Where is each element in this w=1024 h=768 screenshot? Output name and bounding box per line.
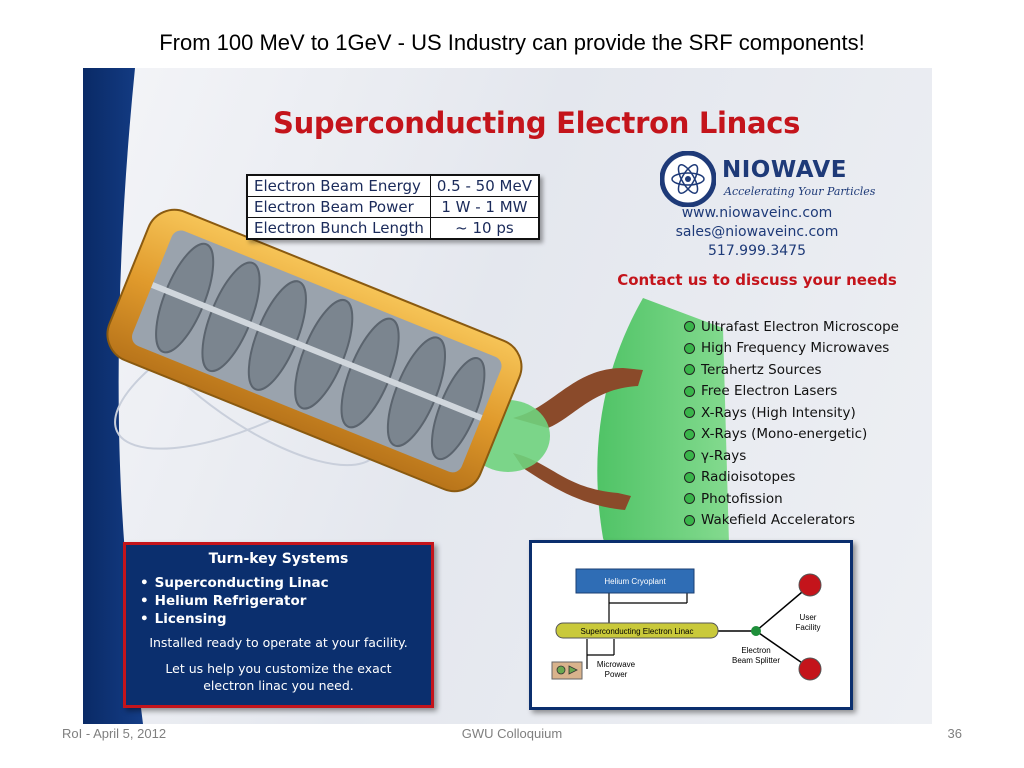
slide-number: 36 bbox=[947, 726, 962, 741]
spec-row: Electron Bunch Length ~ 10 ps bbox=[246, 217, 540, 240]
list-item: Licensing bbox=[140, 611, 329, 629]
user-facility-line2: Facility bbox=[796, 623, 821, 632]
spec-value: 1 W - 1 MW bbox=[429, 196, 540, 218]
logo-name: NIOWAVE bbox=[722, 157, 847, 183]
list-item: Radioisotopes bbox=[684, 467, 899, 489]
spec-row: Electron Beam Power 1 W - 1 MW bbox=[246, 196, 540, 218]
footer-left: RoI - April 5, 2012 bbox=[62, 726, 167, 741]
bullet-icon bbox=[684, 321, 695, 333]
bullet-icon bbox=[684, 514, 695, 526]
list-item: Helium Refrigerator bbox=[140, 593, 329, 611]
application-label: γ-Rays bbox=[701, 447, 747, 464]
application-label: Radioisotopes bbox=[701, 469, 796, 486]
turnkey-note: Installed ready to operate at your facil… bbox=[149, 635, 408, 650]
splitter-label-line2: Beam Splitter bbox=[732, 656, 780, 665]
poster-headline: Superconducting Electron Linacs bbox=[273, 106, 801, 140]
bullet-icon bbox=[684, 342, 695, 354]
list-item: Free Electron Lasers bbox=[684, 381, 899, 403]
bullet-icon bbox=[684, 493, 695, 505]
linac-label: Superconducting Electron Linac bbox=[581, 627, 694, 636]
poster-image: Superconducting Electron Linacs Electron… bbox=[83, 68, 932, 724]
contact-website: www.niowaveinc.com bbox=[681, 205, 833, 221]
system-diagram-graphic: Helium Cryoplant Superconducting Electro… bbox=[551, 568, 822, 681]
spec-table: Electron Beam Energy 0.5 - 50 MeV Electr… bbox=[246, 174, 540, 240]
niowave-logo: NIOWAVE Accelerating Your Particles bbox=[660, 151, 910, 207]
contact-block: www.niowaveinc.com sales@niowaveinc.com … bbox=[641, 204, 873, 261]
bullet-icon bbox=[684, 364, 695, 376]
list-item: Wakefield Accelerators bbox=[684, 510, 899, 532]
application-label: Ultrafast Electron Microscope bbox=[701, 318, 899, 335]
linac-box bbox=[555, 622, 719, 639]
spec-value: 0.5 - 50 MeV bbox=[429, 174, 540, 197]
list-item: X-Rays (High Intensity) bbox=[684, 402, 899, 424]
bullet-icon bbox=[684, 385, 695, 397]
logo-tagline: Accelerating Your Particles bbox=[724, 185, 876, 198]
application-label: Photofission bbox=[701, 490, 783, 507]
application-label: High Frequency Microwaves bbox=[701, 340, 890, 357]
spec-label: Electron Bunch Length bbox=[246, 217, 431, 240]
beam-target-top bbox=[798, 573, 822, 597]
footer-center: GWU Colloquium bbox=[461, 726, 563, 741]
atom-icon bbox=[660, 151, 716, 207]
contact-cta: Contact us to discuss your needs bbox=[617, 271, 897, 289]
list-item: X-Rays (Mono-energetic) bbox=[684, 424, 899, 446]
list-item: High Frequency Microwaves bbox=[684, 338, 899, 360]
applications-list: Ultrafast Electron Microscope High Frequ… bbox=[684, 316, 899, 531]
cryoplant-box bbox=[575, 568, 695, 594]
bullet-icon bbox=[684, 450, 695, 462]
list-item: Terahertz Sources bbox=[684, 359, 899, 381]
application-label: Terahertz Sources bbox=[701, 361, 822, 378]
list-item: Photofission bbox=[684, 488, 899, 510]
contact-phone: 517.999.3475 bbox=[708, 243, 806, 259]
microwave-source-box bbox=[551, 661, 583, 680]
turnkey-note-line1: Let us help you customize the exact bbox=[165, 661, 392, 676]
contact-email: sales@niowaveinc.com bbox=[675, 224, 839, 240]
application-label: X-Rays (High Intensity) bbox=[701, 404, 856, 421]
beam-target-bottom bbox=[798, 657, 822, 681]
application-label: Free Electron Lasers bbox=[701, 383, 838, 400]
list-item: Superconducting Linac bbox=[140, 575, 329, 593]
user-facility-line1: User bbox=[800, 613, 817, 622]
bullet-icon bbox=[684, 428, 695, 440]
splitter-label-line1: Electron bbox=[741, 646, 770, 655]
spec-label: Electron Beam Power bbox=[246, 196, 431, 218]
turnkey-list: Superconducting Linac Helium Refrigerato… bbox=[140, 575, 329, 629]
bullet-icon bbox=[684, 407, 695, 419]
list-item: γ-Rays bbox=[684, 445, 899, 467]
spec-value: ~ 10 ps bbox=[429, 217, 540, 240]
turnkey-panel: Turn-key Systems Superconducting Linac H… bbox=[123, 542, 434, 708]
spec-label: Electron Beam Energy bbox=[246, 174, 431, 197]
microwave-label-line1: Microwave bbox=[597, 660, 636, 669]
bullet-icon bbox=[684, 471, 695, 483]
application-label: X-Rays (Mono-energetic) bbox=[701, 426, 868, 443]
cryoplant-label: Helium Cryoplant bbox=[604, 577, 666, 586]
application-label: Wakefield Accelerators bbox=[701, 512, 855, 529]
turnkey-title: Turn-key Systems bbox=[208, 551, 349, 567]
list-item: Ultrafast Electron Microscope bbox=[684, 316, 899, 338]
splitter-node bbox=[751, 626, 761, 636]
turnkey-note-line2: electron linac you need. bbox=[203, 678, 354, 693]
slide-title: From 100 MeV to 1GeV - US Industry can p… bbox=[159, 30, 865, 55]
microwave-label-line2: Power bbox=[605, 670, 628, 679]
spec-row: Electron Beam Energy 0.5 - 50 MeV bbox=[246, 174, 540, 197]
system-diagram: Helium Cryoplant Superconducting Electro… bbox=[529, 540, 853, 710]
